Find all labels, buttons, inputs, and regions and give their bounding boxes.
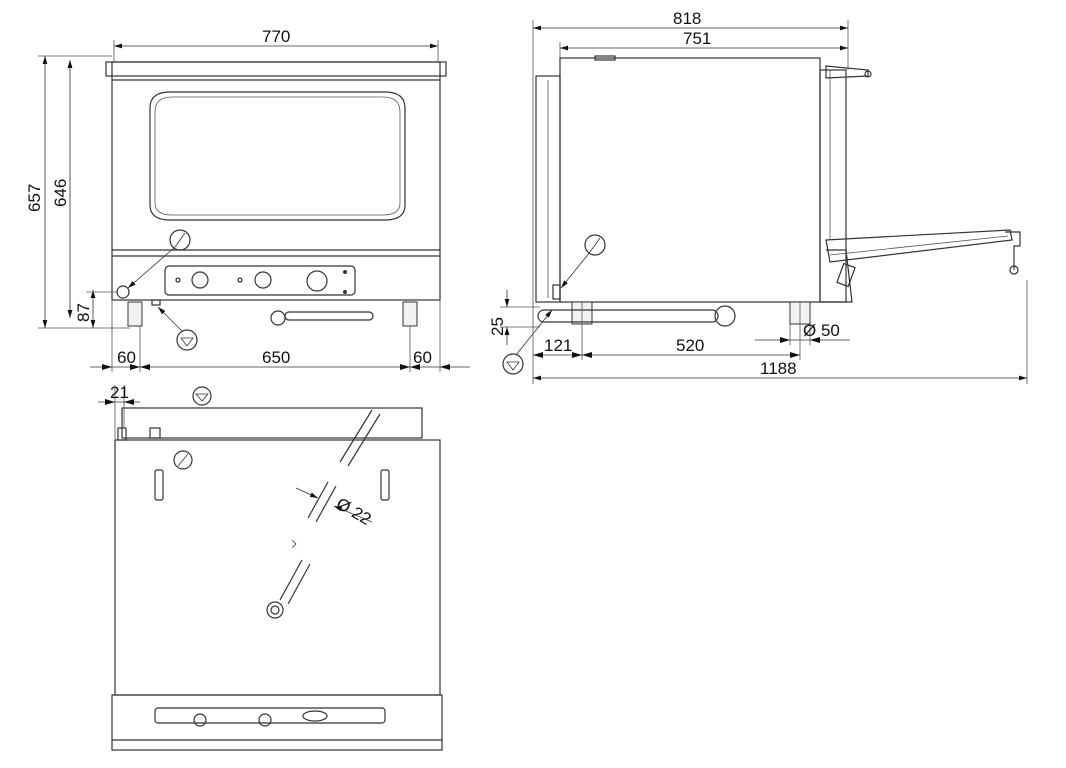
dim-body-depth: 751	[683, 29, 711, 48]
dim-side-offset: 21	[110, 383, 129, 402]
timer-knob	[191, 271, 209, 289]
oven-window	[149, 91, 406, 221]
dim-left-offset: 60	[117, 348, 136, 367]
thermostat-knob	[254, 271, 272, 289]
front-strip	[111, 694, 443, 751]
top-control-panel	[154, 707, 386, 724]
top-body	[114, 439, 441, 696]
front-view: 770 657 646 87 60 650 60	[25, 27, 470, 372]
drain-pipe	[284, 311, 374, 321]
water-inlet-symbol	[169, 229, 191, 251]
dim-drain-height: 25	[488, 317, 507, 336]
foot-left	[127, 301, 143, 327]
dim-foot-diameter: Ø 50	[803, 321, 840, 340]
top-ground-symbol	[192, 386, 212, 406]
dim-foot-height: 87	[74, 303, 93, 322]
top-trim	[105, 61, 447, 77]
side-body	[559, 57, 821, 303]
dim-foot-spacing: 650	[262, 348, 290, 367]
side-view: 818 751 25 121 520 Ø 50 1188	[488, 9, 1028, 384]
foot-right	[402, 301, 418, 327]
side-inlet-symbol	[584, 234, 606, 256]
top-view: Ø 22 21	[98, 383, 443, 751]
dim-overall-depth: 818	[673, 9, 701, 28]
top-inlet-symbol	[173, 450, 193, 470]
dim-right-offset: 60	[413, 348, 432, 367]
dim-depth-door-open: 1188	[760, 359, 797, 378]
dim-overall-width: 770	[262, 27, 290, 46]
door-hinge	[825, 65, 869, 79]
hose-fitting	[266, 601, 284, 619]
open-door	[825, 229, 1013, 263]
side-drain-pipe	[537, 309, 719, 323]
side-ground-symbol	[502, 353, 524, 375]
rear-panel	[535, 75, 561, 303]
ground-symbol	[176, 329, 198, 351]
dim-body-height: 646	[51, 179, 70, 207]
indicator-light	[306, 270, 328, 292]
dim-foot-depth-spacing: 520	[676, 336, 704, 355]
dim-overall-height: 657	[25, 184, 44, 212]
oven-body	[111, 61, 441, 301]
dim-rear-offset: 121	[544, 336, 572, 355]
rear-strip	[121, 407, 423, 439]
control-panel	[164, 265, 356, 296]
